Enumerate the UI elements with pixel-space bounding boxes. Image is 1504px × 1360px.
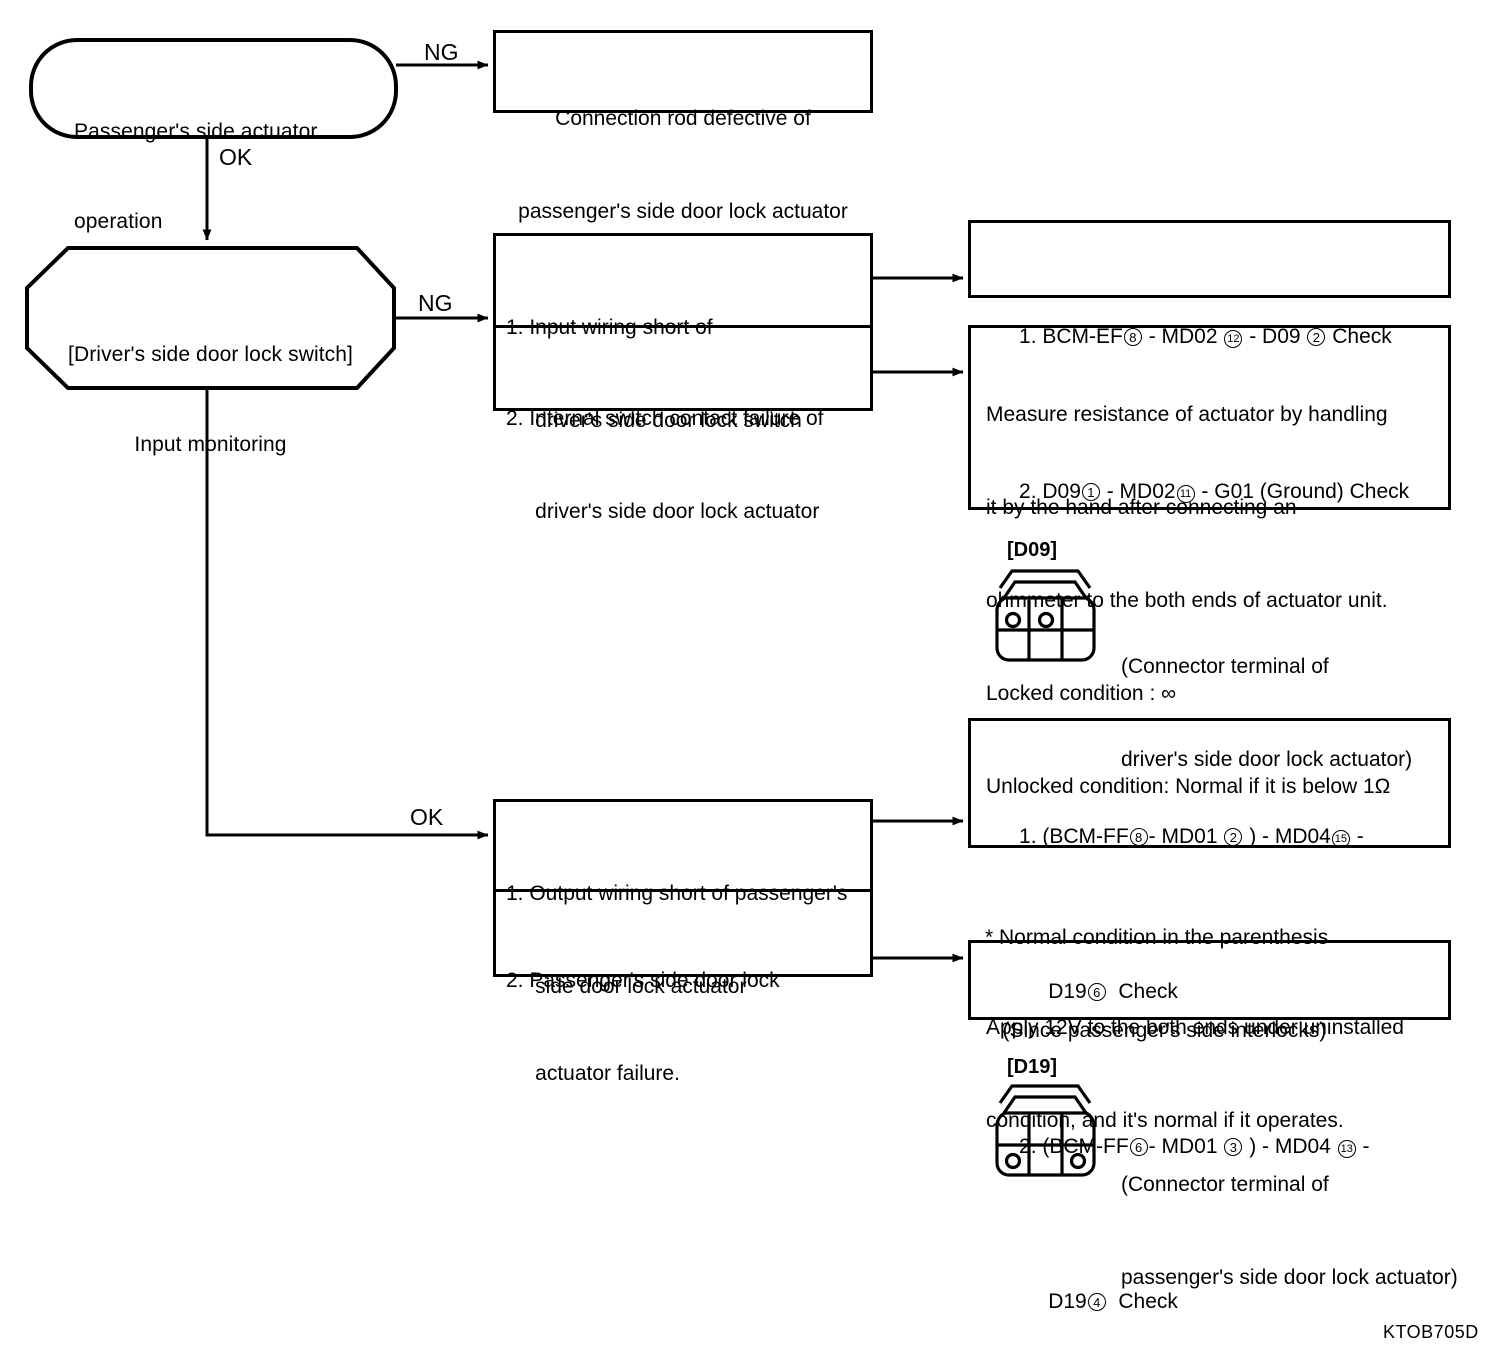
parenthesis-note-line2: (Since passenger's side interlocks) bbox=[985, 1019, 1327, 1042]
check-d09-box bbox=[968, 220, 1451, 298]
figure-code: KTOB705D bbox=[1383, 1322, 1479, 1342]
measure-resistance-text: Measure resistance of actuator by handli… bbox=[986, 337, 1390, 864]
check-d19-item2-mid1: - MD01 bbox=[1148, 1135, 1224, 1158]
check-d19-item2-mid2: ) - MD04 bbox=[1243, 1135, 1337, 1158]
ok-causes-divider bbox=[493, 889, 873, 892]
start-node-line1: Passenger's side actuator bbox=[74, 120, 318, 143]
circled-number: 8 bbox=[1123, 328, 1142, 346]
d19-caption-line1: (Connector terminal of bbox=[1121, 1173, 1329, 1196]
ok-causes-box bbox=[493, 799, 873, 977]
ok-cause-2-text: 2. Passenger's side door lock actuator f… bbox=[506, 903, 780, 1151]
ng-cause-2-text: 2. Internal switch contact failure of dr… bbox=[506, 341, 824, 589]
ng-cause-2-line1: 2. Internal switch contact failure of bbox=[506, 407, 824, 430]
check-d19-item1-post: - bbox=[1350, 825, 1364, 848]
connection-rod-line1: Connection rod defective of bbox=[555, 107, 811, 130]
circled-number: 2 bbox=[1224, 828, 1243, 846]
apply-12v-line2: condition, and it's normal if it operate… bbox=[986, 1109, 1344, 1132]
check-d19-item1-pre: 1. (BCM-FF bbox=[1019, 825, 1129, 848]
decision-node-line2: Input monitoring bbox=[134, 433, 287, 456]
d09-caption-line2: driver's side door lock actuator) bbox=[1121, 748, 1413, 771]
measure-line2: it by the hand after connecting an bbox=[986, 496, 1297, 519]
parenthesis-note-line1: * Normal condition in the parenthesis bbox=[985, 926, 1329, 949]
d09-caption-line1: (Connector terminal of bbox=[1121, 655, 1329, 678]
d09-connector-label: [D09] bbox=[1007, 539, 1058, 561]
apply-12v-text: Apply 12V to the both ends under uninsta… bbox=[986, 950, 1404, 1198]
ng-cause-2-line2: driver's side door lock actuator bbox=[506, 500, 820, 523]
circled-number: 1 bbox=[1081, 483, 1100, 501]
connection-rod-text: Connection rod defective of passenger's … bbox=[493, 41, 873, 289]
circled-number: 13 bbox=[1337, 1140, 1356, 1158]
measure-line1: Measure resistance of actuator by handli… bbox=[986, 403, 1388, 426]
check-d19-item1-line2-pre: D19 bbox=[1019, 980, 1087, 1003]
circled-number: 2 bbox=[1307, 328, 1326, 346]
circled-number: 4 bbox=[1087, 1293, 1106, 1311]
d19-caption-line2: passenger's side door lock actuator) bbox=[1121, 1266, 1458, 1289]
apply-12v-box bbox=[968, 940, 1451, 1020]
check-d19-box bbox=[968, 718, 1451, 848]
measure-line5: Unlocked condition: Normal if it is belo… bbox=[986, 775, 1391, 798]
apply-12v-line1: Apply 12V to the both ends under uninsta… bbox=[986, 1016, 1404, 1039]
measure-line4: Locked condition : ∞ bbox=[986, 682, 1177, 705]
d19-connector-label: [D19] bbox=[1007, 1056, 1058, 1078]
check-d09-item1-mid1: - MD02 bbox=[1142, 325, 1224, 348]
check-d19-item1-line2-post: Check bbox=[1106, 980, 1178, 1003]
start-node-label: Passenger's side actuator operation bbox=[74, 57, 317, 297]
ok-cause-1-line1: 1. Output wiring short of passenger's bbox=[506, 882, 848, 905]
ok-cause-2-line1: 2. Passenger's side door lock bbox=[506, 969, 780, 992]
circled-number: 12 bbox=[1224, 330, 1243, 348]
ok-cause-1-line2: side door lock actuator bbox=[506, 975, 747, 998]
start-node-line2: operation bbox=[74, 210, 163, 233]
decision-node-line1: [Driver's side door lock switch] bbox=[68, 343, 353, 366]
ng-causes-box bbox=[493, 233, 873, 411]
edge-label-decision-ng: NG bbox=[418, 290, 453, 316]
measure-line3: ohmmeter to the both ends of actuator un… bbox=[986, 589, 1388, 612]
connection-rod-box bbox=[493, 30, 873, 113]
check-d19-item2-line2-post: Check bbox=[1106, 1290, 1178, 1313]
check-d09-item1-pre: 1. BCM-EF bbox=[1019, 325, 1123, 348]
decision-node-label: [Driver's side door lock switch] Input m… bbox=[27, 280, 394, 520]
ng-causes-divider bbox=[493, 325, 873, 328]
edge-label-decision-ok: OK bbox=[410, 804, 444, 830]
check-d09-item2-mid1: - MD02 bbox=[1100, 480, 1176, 503]
check-d09-item1-mid2: - D09 bbox=[1243, 325, 1307, 348]
circled-number: 6 bbox=[1087, 983, 1106, 1001]
d19-connector-caption: (Connector terminal of passenger's side … bbox=[1121, 1107, 1458, 1355]
ok-cause-2-line2: actuator failure. bbox=[506, 1062, 680, 1085]
ng-cause-1-line2: driver's side door lock switch bbox=[506, 409, 802, 432]
edge-label-start-ng: NG bbox=[424, 39, 459, 65]
check-d19-item2-pre: 2. (BCM-FF bbox=[1019, 1135, 1129, 1158]
check-d19-item2-line2-pre: D19 bbox=[1019, 1290, 1087, 1313]
edge-label-start-ok: OK bbox=[219, 144, 253, 170]
measure-resistance-box bbox=[968, 325, 1451, 510]
circled-number: 8 bbox=[1129, 828, 1148, 846]
d09-connector-caption: (Connector terminal of driver's side doo… bbox=[1121, 589, 1412, 837]
connection-rod-line2: passenger's side door lock actuator bbox=[518, 200, 848, 223]
check-d19-item2-post: - bbox=[1356, 1135, 1370, 1158]
check-d09-item1-post: Check bbox=[1326, 325, 1392, 348]
circled-number: 15 bbox=[1331, 830, 1350, 848]
check-d19-item1-mid2: ) - MD04 bbox=[1243, 825, 1331, 848]
ok-cause-1-text: 1. Output wiring short of passenger's si… bbox=[506, 816, 847, 1064]
check-d19-item1-mid1: - MD01 bbox=[1148, 825, 1224, 848]
check-d09-item2-mid2: - G01 (Ground) Check bbox=[1195, 480, 1410, 503]
circled-number: 6 bbox=[1129, 1138, 1148, 1156]
ng-cause-1-text: 1. Input wiring short of driver's side d… bbox=[506, 250, 802, 498]
check-d09-item2-pre: 2. D09 bbox=[1019, 480, 1081, 503]
circled-number: 3 bbox=[1224, 1138, 1243, 1156]
parenthesis-note: * Normal condition in the parenthesis (S… bbox=[985, 860, 1328, 1108]
ng-cause-1-line1: 1. Input wiring short of bbox=[506, 316, 713, 339]
circled-number: 11 bbox=[1176, 485, 1195, 503]
